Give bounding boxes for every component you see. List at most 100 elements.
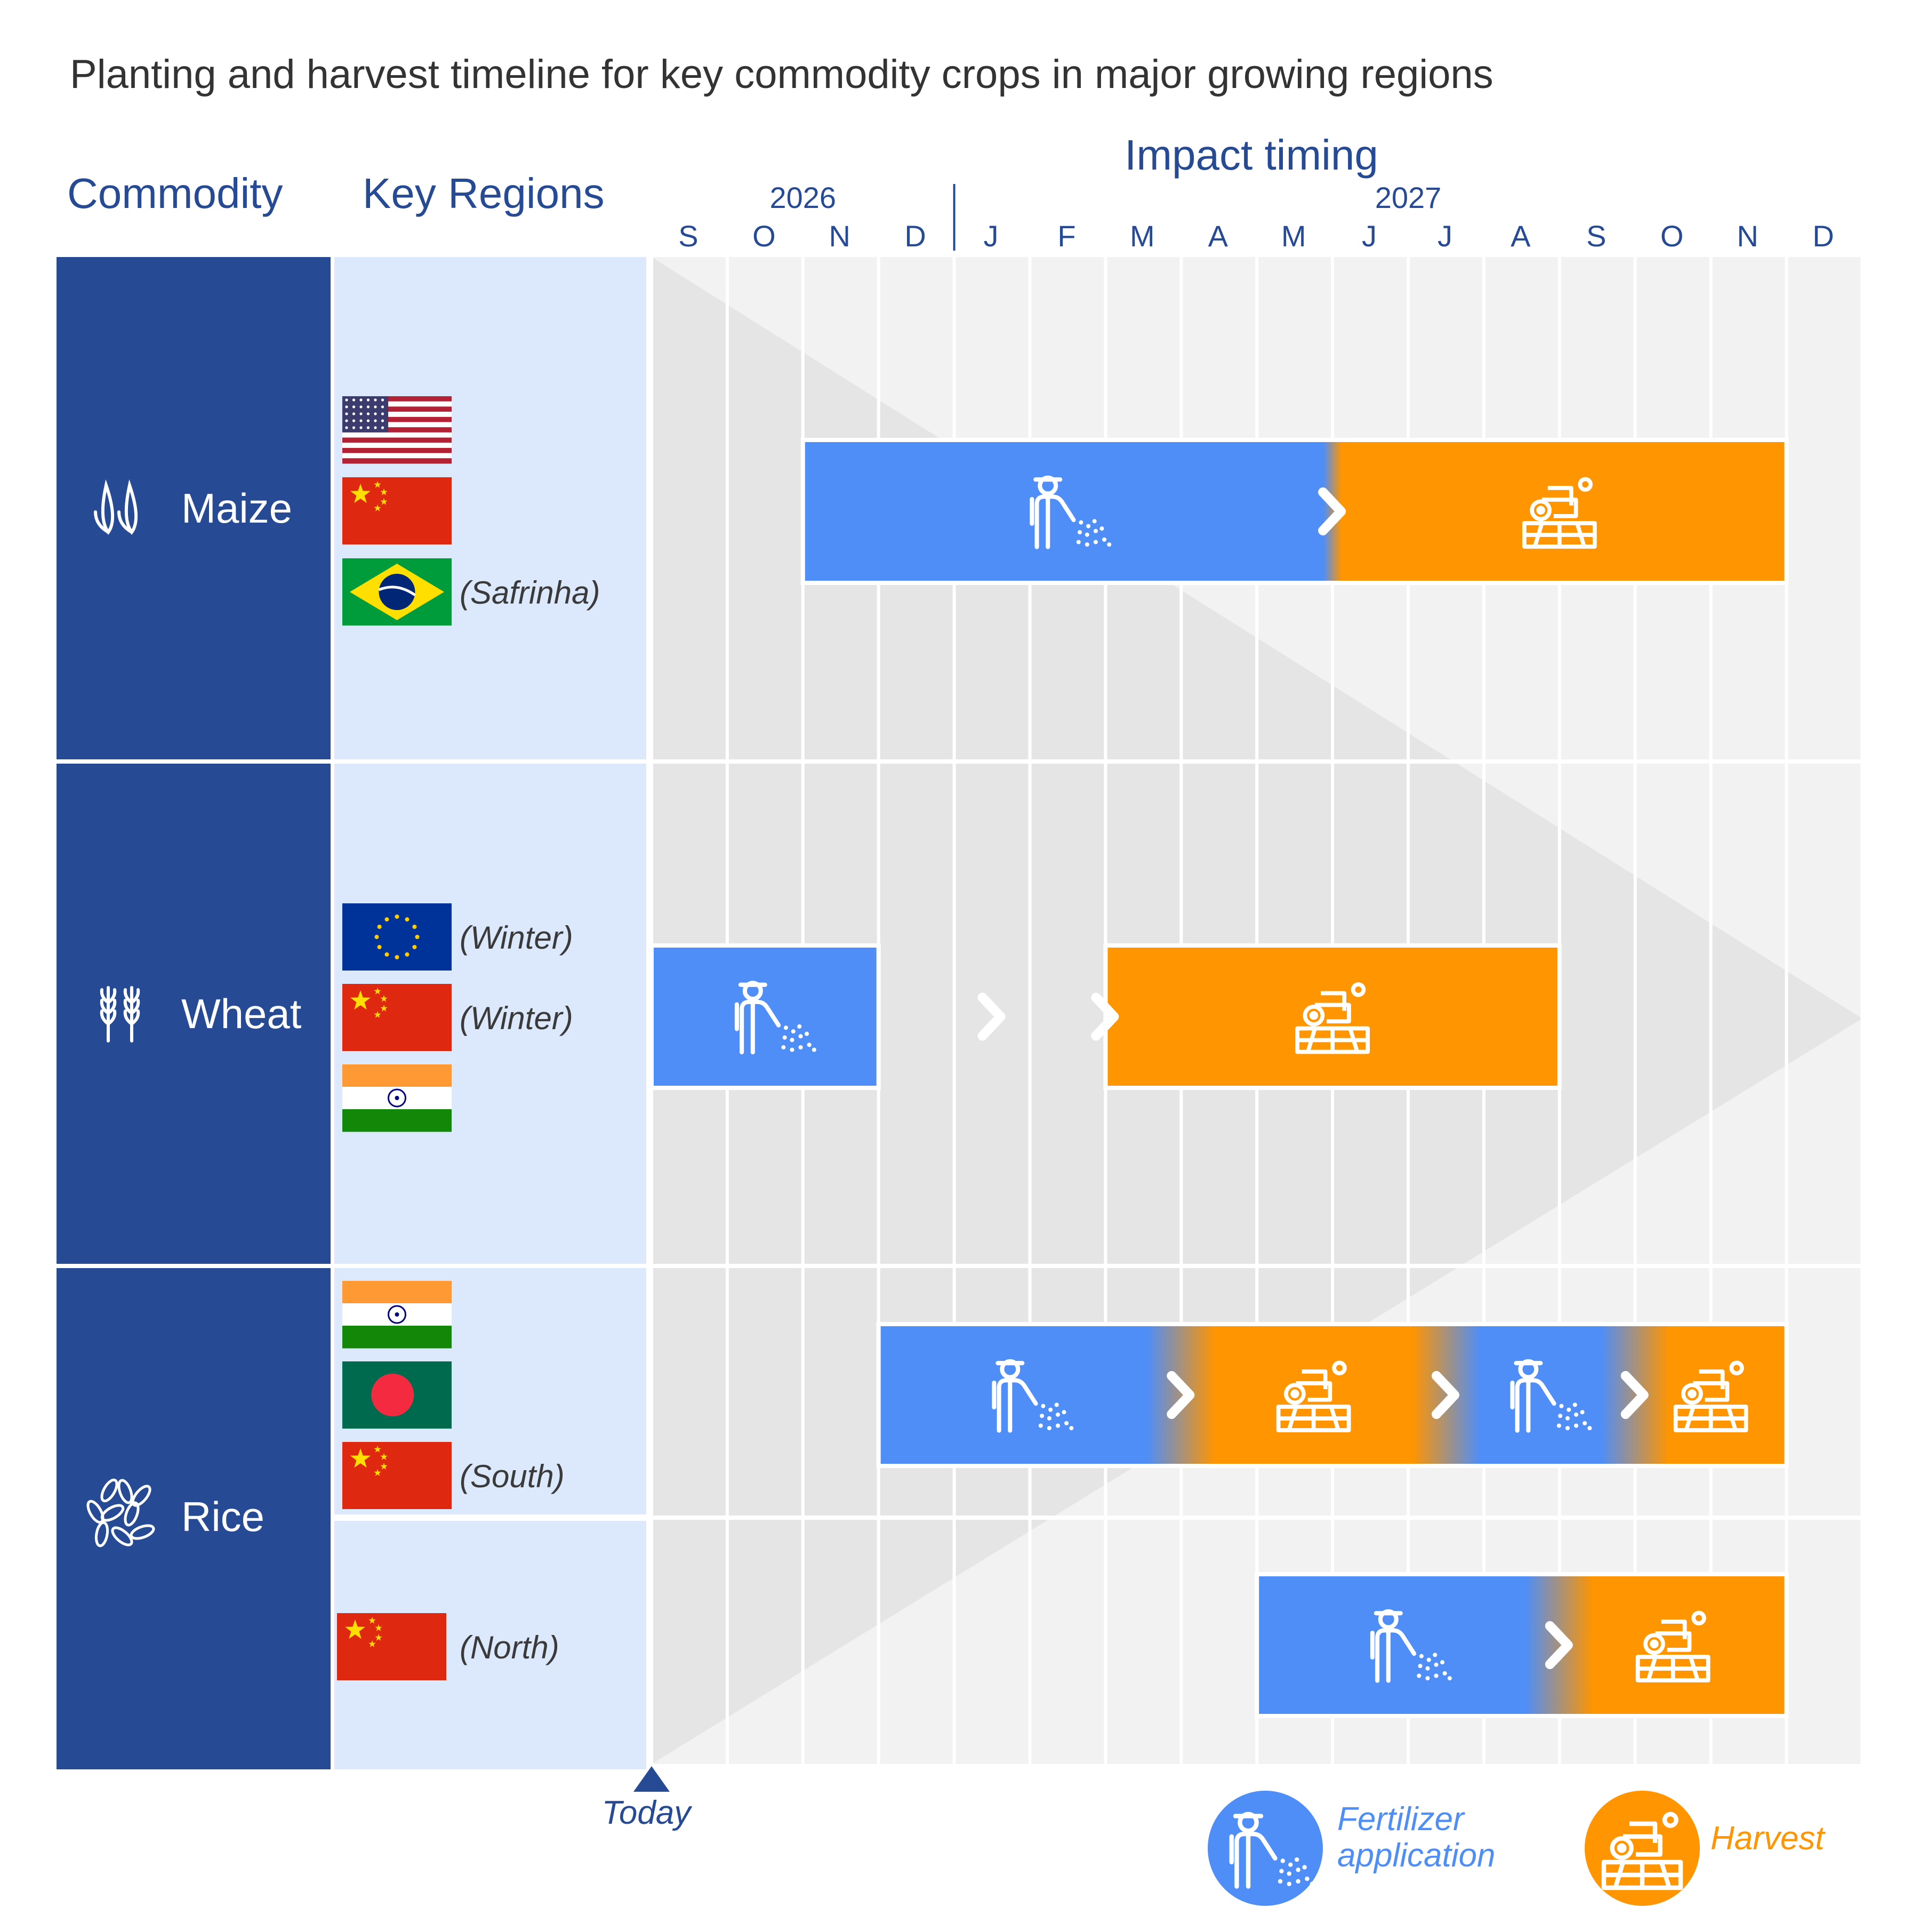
fertilizer-dot-icon [798,1045,803,1050]
flag-star [352,398,356,402]
tractor-hub-icon [1309,1011,1319,1020]
bar-rice-lane2 [1255,1572,1789,1718]
fertilizer-dot-icon [1583,1421,1587,1425]
fertilizer-dot-icon [1305,1877,1310,1881]
fertilizer-dot-icon [1076,540,1081,544]
legend-fertilizer-swatch [1208,1791,1323,1906]
fertilizer-dot-icon [1062,1410,1066,1415]
commodity-label-rice: Rice [181,1493,264,1540]
maize-icon [94,479,138,535]
fertilizer-dot-icon [1040,1414,1045,1418]
fertilizer-icon [734,981,816,1055]
flag-field [342,984,452,1051]
fertilizer-dot-icon [1054,1402,1059,1407]
region-note: (Winter) [460,920,573,956]
today-label: Today [602,1794,693,1831]
commodity-header: Commodity [67,170,283,217]
flag-star [345,398,348,402]
flag-star [359,412,363,415]
field-icon [1522,521,1597,549]
flag-star [374,1011,381,1018]
tractor-wheel-icon [1530,499,1552,522]
commodity-label-wheat: Wheat [181,990,302,1037]
fertilizer-dot-icon [1556,1423,1561,1428]
tractor-wheel-icon [1610,1836,1634,1860]
field-rows-icon [1278,1406,1349,1431]
flag-chakra [388,1305,406,1324]
fertilizer-dot-icon [1278,1879,1283,1884]
flag-star [345,426,348,429]
fertilizer-dot-icon [1580,1410,1585,1415]
field-rows-icon [1637,1656,1708,1681]
flag-star [381,398,384,402]
month-tick-label: M [1130,219,1155,253]
rice-grain-icon [100,1504,125,1522]
fertilizer-dot-icon [1279,1869,1284,1873]
fertilizer-dot-icon [1559,1404,1564,1408]
flag-star [374,988,381,995]
fertilizer-dot-icon [791,1029,796,1034]
flag-stripe [342,432,452,438]
fertilizer-dot-icon [1442,1671,1447,1676]
sun-icon [1729,1360,1744,1376]
flag-stripe [342,406,452,412]
fertilizer-icon [1370,1609,1452,1683]
transition-chevron [1620,1371,1649,1419]
flag-stripe [342,1281,452,1303]
flag-star [345,412,348,415]
field-rows-icon [1524,522,1595,548]
tractor-hub-icon [1688,1389,1697,1399]
flag-stripe [342,396,452,402]
flag-star [412,945,417,949]
flag-star [380,995,388,1002]
fertilizer-dot-icon [1310,1881,1315,1886]
flag-star [405,917,410,922]
fertilizer-dot-icon [1565,1426,1570,1431]
fertilizer-dot-icon [1296,1879,1300,1884]
flag-star [380,1453,388,1460]
fertilizer-dot-icon [1434,1673,1439,1678]
month-tick-label: J [1362,219,1377,253]
wheat-grain-icon [107,1009,117,1025]
month-tick-label: S [1586,219,1606,253]
flag-field [342,903,452,971]
flag-star [375,1624,382,1631]
flag-star [381,426,384,429]
flag-star [374,412,377,415]
flag-field [342,477,452,544]
month-tick-label: M [1281,219,1306,253]
transition-chevron [1545,1621,1573,1669]
flag-stripe [342,401,452,407]
fertilizer-dot-icon [1302,1865,1307,1870]
tractor-hub-icon [1290,1389,1299,1399]
rice-grain-icon [111,1526,133,1546]
flag-star [366,412,370,415]
flag-star [384,952,389,957]
sun-icon [1332,1360,1347,1376]
fertilizer-dot-icon [1440,1660,1445,1665]
bar-rice-lane1 [876,1322,1789,1468]
impact-timing-header: Impact timing [1125,131,1378,179]
flag-band [378,586,416,597]
flag-star [375,1634,382,1641]
rice-grain-icon [117,1479,133,1504]
flag-star [381,412,384,415]
tractor-wheel-icon [1643,1633,1665,1655]
left-panels: MaizeWheatRice(Safrinha)(Winter)(Winter)… [57,257,646,1769]
flag-stripe [342,447,452,454]
harvest-icon [1276,1360,1351,1432]
flag-star [359,426,363,429]
china-flag [342,984,452,1051]
flag-star [374,398,377,402]
fertilizer-dot-icon [1093,540,1098,544]
flag-star [352,405,356,408]
harvest-icon [1601,1811,1683,1890]
flag-star [366,426,370,429]
flag-star [395,955,399,959]
harvest-icon [1295,982,1370,1054]
fertilizer-dot-icon [1419,1654,1424,1658]
transition-chevron [977,992,1006,1041]
flag-stripe [342,1109,452,1132]
fertilizer-dot-icon [812,1047,816,1052]
